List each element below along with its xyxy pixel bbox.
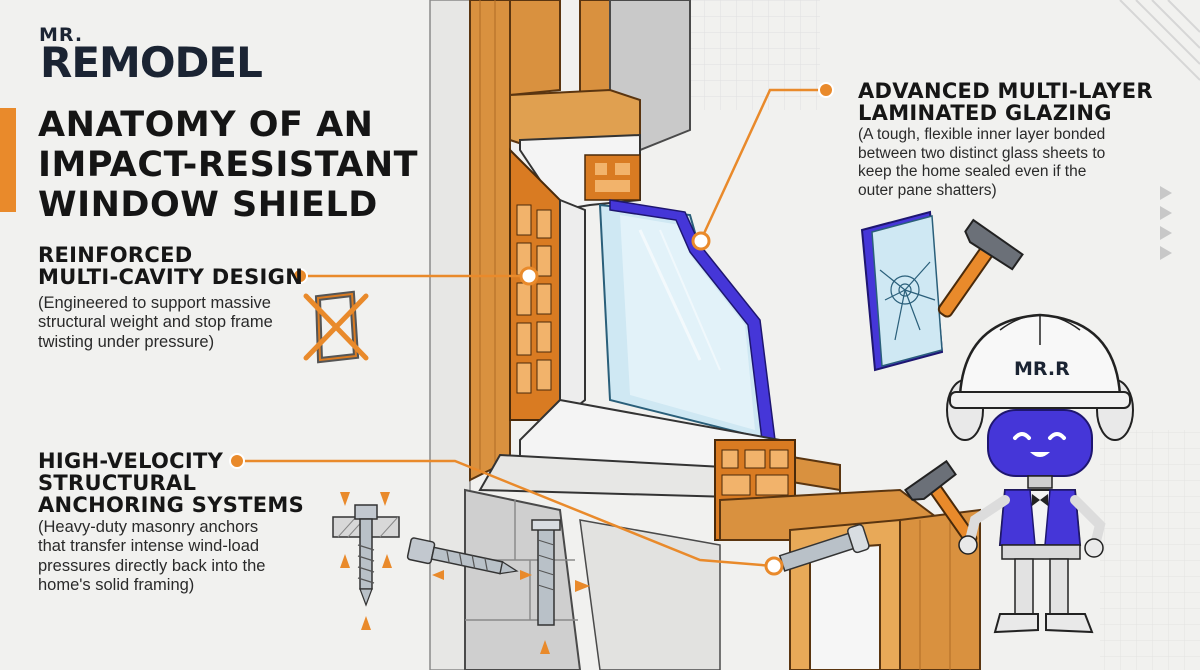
hammer-icon [937,218,1024,318]
anchoring-title-line-2: STRUCTURAL [38,471,197,496]
anchor-bolt-icon [332,492,400,630]
helmet-logo-text: MR.R [1014,358,1070,380]
anchoring-callout-desc: (Heavy-duty masonry anchors that transfe… [38,518,265,596]
multi-cavity-jamb [509,147,586,423]
shattered-glass-icon [860,210,944,372]
anchoring-desc-line-4: home's solid framing) [38,576,195,595]
title-line-3: WINDOW SHIELD [38,184,378,225]
cavity-desc-line-3: twisting under pressure) [38,332,215,351]
cavity-target-dot [519,266,539,286]
laminated-glass-unit [598,199,776,442]
robot-hammer-icon [904,459,978,546]
logo-main-text: REMODEL [40,42,263,84]
wall-anchor-bolt [531,519,561,626]
cavity-title-line-1: REINFORCED [38,243,193,267]
anchoring-callout-title: HIGH-VELOCITY STRUCTURAL ANCHORING SYSTE… [38,450,304,516]
cavity-title-line-2: MULTI-CAVITY DESIGN [38,265,304,290]
glazing-desc-line-3: keep the home sealed even if the [858,163,1087,181]
glazing-callout-title: ADVANCED MULTI-LAYER LAMINATED GLAZING [858,80,1153,124]
anchoring-title-line-1: HIGH-VELOCITY [38,449,224,473]
twist-frame-icon [303,290,369,364]
logo-top-text: MR. [39,24,84,46]
title-accent-bar [0,108,16,212]
glazing-target-dot [691,231,711,251]
glazing-desc-line-4: outer pane shatters) [858,181,997,199]
anchoring-title-line-3: ANCHORING SYSTEMS [38,493,305,518]
cavity-callout-desc: (Engineered to support massive structura… [38,294,273,352]
wall-plaster [429,0,471,670]
glazing-desc-line-1: (A tough, flexible inner layer bonded [858,126,1106,143]
anchoring-callout-dot [229,453,245,469]
logo-main-post: MODEL [99,38,263,87]
page-title: ANATOMY OF AN IMPACT-RESISTANT WINDOW SH… [38,105,419,226]
anchoring-target-dot [764,556,784,576]
anchoring-desc-line-3: pressures directly back into the [38,556,266,575]
cavity-desc-line-1: (Engineered to support massive [38,294,271,312]
robot-mascot-icon [946,313,1134,634]
logo-main-pre: RE [40,38,100,87]
cavity-callout-title: REINFORCED MULTI-CAVITY DESIGN [38,244,303,288]
glazing-callout-desc: (A tough, flexible inner layer bonded be… [858,126,1105,200]
glazing-title-line-1: ADVANCED MULTI-LAYER [858,79,1153,103]
anchoring-desc-line-2: that transfer intense wind-load [38,537,260,556]
sill-anchor-bolt [778,524,870,572]
title-line-2: IMPACT-RESISTANT [38,144,419,185]
glazing-desc-line-2: between two distinct glass sheets to [858,144,1106,162]
screw-icon [406,537,519,575]
title-line-1: ANATOMY OF AN [38,105,374,145]
cavity-callout-dot [292,268,308,284]
cavity-desc-line-2: structural weight and stop frame [38,313,273,332]
wood-stud-top [509,0,561,97]
force-arrows [432,570,590,654]
glazing-callout-dot [818,82,834,98]
anchoring-desc-line-1: (Heavy-duty masonry anchors [38,518,259,536]
glazing-title-line-2: LAMINATED GLAZING [858,101,1112,126]
